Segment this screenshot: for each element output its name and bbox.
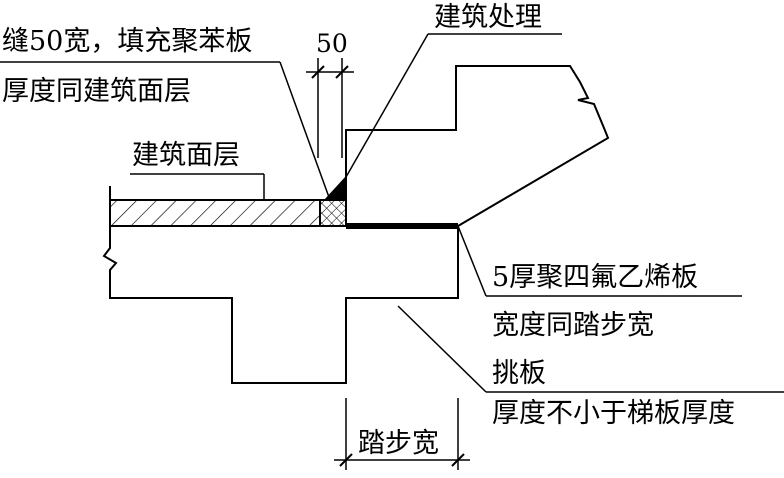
leader-joint [279, 61, 331, 201]
tread-dim-tick-right [451, 453, 465, 467]
label-architectural-treatment: 建筑处理 [434, 2, 542, 33]
leader-ptfe [457, 225, 487, 297]
lower-slab-outline [102, 130, 459, 384]
polystyrene-joint [319, 199, 347, 227]
tread-dim-tick-left [339, 453, 353, 467]
label-cantilever-line2: 厚度不小于梯板厚度 [492, 398, 735, 429]
upper-stair-slab-outline [345, 65, 610, 227]
dimension-tick-left [311, 65, 325, 79]
label-architectural-finish: 建筑面层 [132, 140, 240, 171]
ptfe-board [346, 223, 458, 229]
label-tread-width: 踏步宽 [358, 428, 439, 459]
dimension-tick-right [335, 65, 349, 79]
leader-treatment [341, 33, 429, 185]
label-dimension-50: 50 [316, 29, 348, 58]
leader-cantilever [397, 305, 487, 393]
label-ptfe-line1: 5厚聚四氟乙烯板 [492, 262, 698, 293]
label-cantilever-line1: 挑板 [492, 358, 546, 389]
label-ptfe-line2: 宽度同踏步宽 [492, 310, 654, 341]
label-joint-line1: 缝50宽，填充聚苯板 [2, 26, 252, 57]
finish-layer [109, 199, 321, 227]
architectural-treatment-wedge [324, 176, 346, 200]
label-joint-line2: 厚度同建筑面层 [2, 76, 191, 107]
